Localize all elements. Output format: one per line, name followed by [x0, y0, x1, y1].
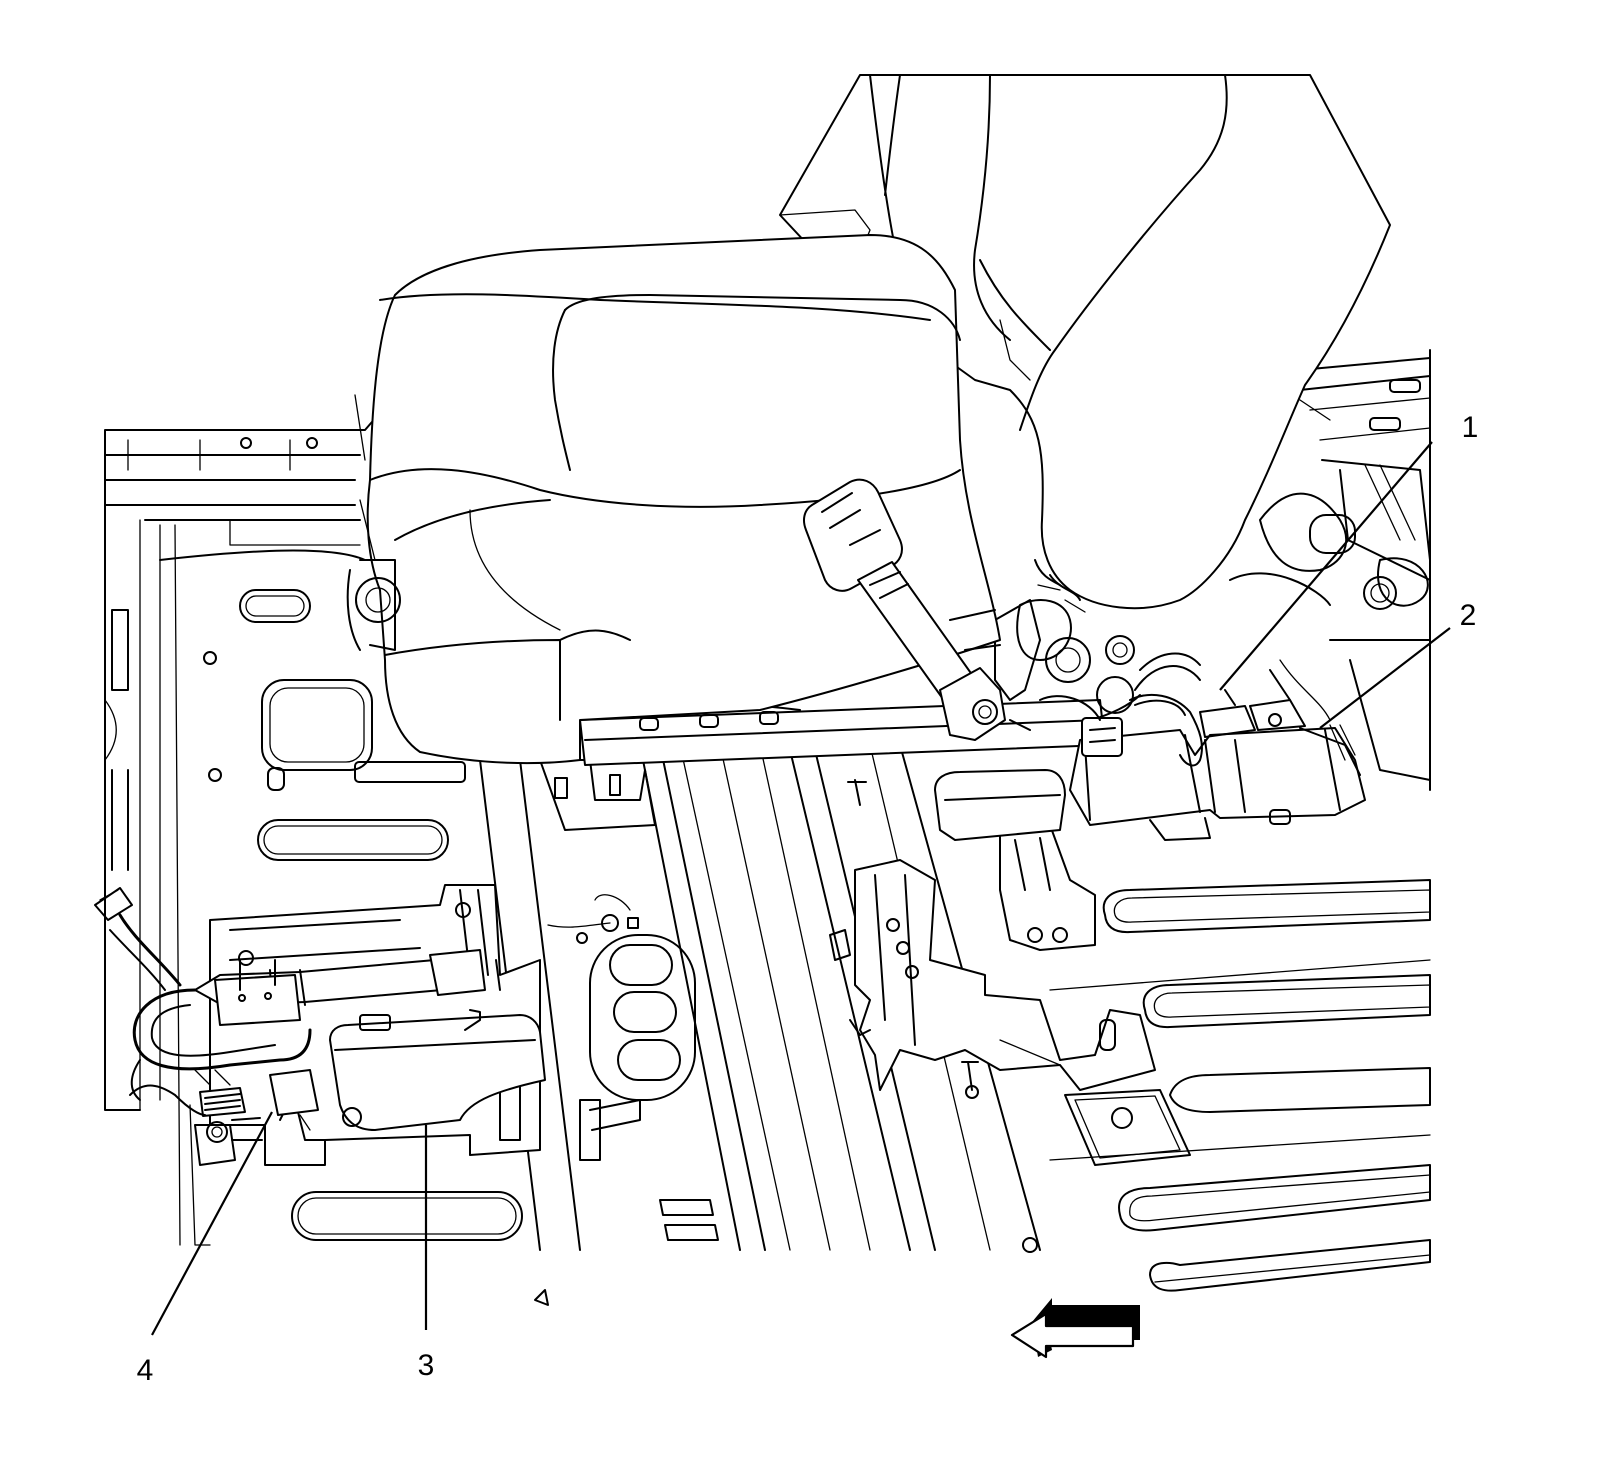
seat-harness-connector — [803, 478, 1031, 741]
seat-cushion — [346, 74, 1391, 765]
callout-1: 1 — [1219, 411, 1479, 691]
seat-hardware-center — [994, 559, 1201, 721]
callout-label-4: 4 — [137, 1354, 154, 1387]
control-module-assembly-right — [934, 659, 1366, 841]
leader-line-1 — [1219, 441, 1433, 691]
leader-line-4 — [151, 1111, 273, 1336]
callout-3: 3 — [418, 1125, 435, 1382]
seat-module-left — [94, 884, 546, 1166]
leader-line-2 — [1319, 627, 1451, 729]
callout-2: 2 — [1319, 599, 1477, 729]
callout-label-3: 3 — [418, 1349, 435, 1382]
callout-4: 4 — [137, 1111, 273, 1387]
callout-label-1: 1 — [1462, 411, 1479, 444]
left-arrow-icon — [1010, 1298, 1140, 1359]
callout-label-2: 2 — [1460, 599, 1477, 632]
